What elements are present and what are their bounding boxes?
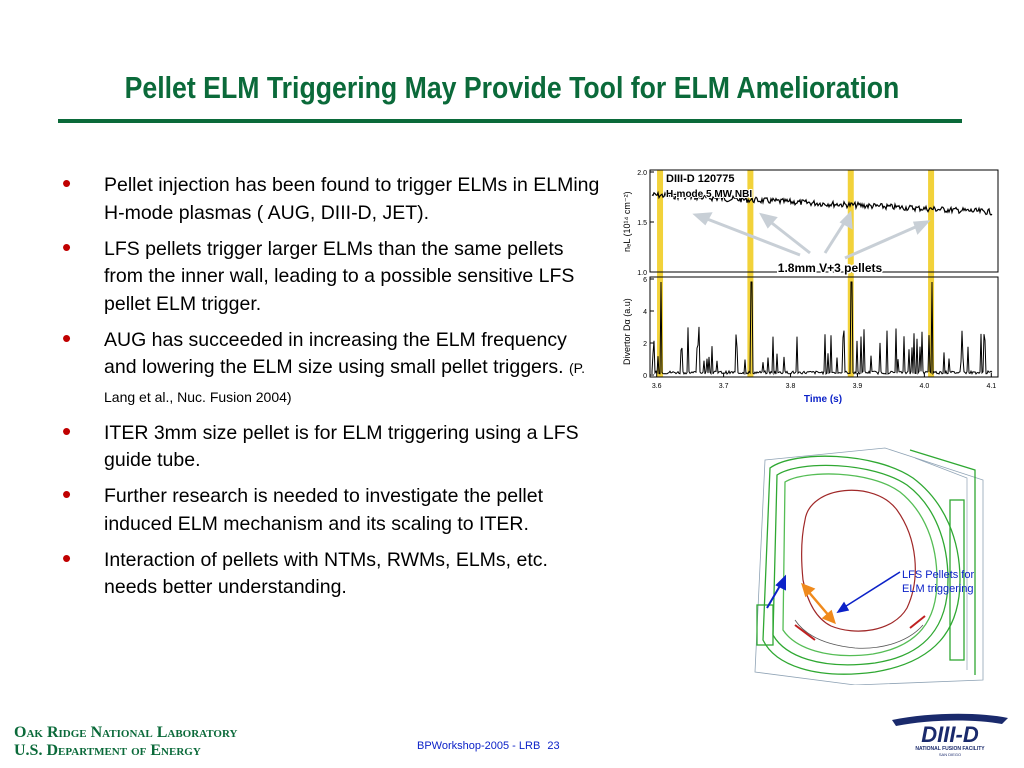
bullet-item: • LFS pellets trigger larger ELMs than th… xyxy=(62,231,602,319)
slide-title: Pellet ELM Triggering May Provide Tool f… xyxy=(124,70,900,105)
bullet-item: • Further research is needed to investiga… xyxy=(62,479,602,538)
logo-swoosh xyxy=(892,713,1008,726)
bottom-y-tick-label: 2 xyxy=(643,341,647,348)
logo-subtitle-1: NATIONAL FUSION FACILITY xyxy=(915,746,985,752)
lfs-pellet-arrow-blue xyxy=(766,574,786,609)
bullet-item: • ITER 3mm size pellet is for ELM trigger… xyxy=(62,415,602,475)
bullet-text: Interaction of pellets with NTMs, RWMs, … xyxy=(104,548,548,599)
top-y-tick-label: 2.0 xyxy=(637,170,647,177)
port-left xyxy=(756,604,774,646)
bottom-y-axis-label: Divertor Dα (a.u) xyxy=(622,298,632,365)
x-tick-label: 3.8 xyxy=(786,383,796,390)
bullet-text: LFS pellets trigger larger ELMs than the… xyxy=(104,237,575,315)
vacuum-vessel-wall xyxy=(762,455,961,675)
bullet-item: • Interaction of pellets with NTMs, RWMs,… xyxy=(62,542,602,602)
bottom-y-tick-label: 4 xyxy=(643,309,647,316)
top-y-ticks: 2.0 1.5 1.0 xyxy=(637,170,654,277)
outer-coil-line xyxy=(909,449,976,675)
pellet-time-band xyxy=(847,170,854,377)
pellet-time-band xyxy=(747,170,754,377)
x-axis-label: Time (s) xyxy=(804,394,842,405)
bottom-panel-frame xyxy=(649,276,999,378)
logo-subtitle-2: SAN DIEGO xyxy=(939,752,961,757)
inner-vessel-wall xyxy=(772,464,949,666)
outer-structure-line xyxy=(914,457,968,670)
port-right xyxy=(949,499,965,661)
pellet-time-bands xyxy=(657,170,935,377)
bullet-dot-icon: • xyxy=(62,415,72,446)
pellet-arrow-orange xyxy=(801,582,836,625)
bullet-item: • AUG has succeeded in increasing the ELM… xyxy=(62,322,602,412)
bullet-text: ITER 3mm size pellet is for ELM triggeri… xyxy=(104,421,579,472)
pellet-pointer-arrows xyxy=(692,210,931,260)
plasma-boundary xyxy=(801,489,916,632)
x-tick-label: 3.9 xyxy=(853,383,863,390)
bullet-text: Pellet injection has been found to trigg… xyxy=(104,174,600,224)
bottom-y-tick-label: 0 xyxy=(643,373,647,380)
org-name-block: Oak Ridge National Laboratory U.S. Depar… xyxy=(14,724,237,760)
bullet-dot-icon: • xyxy=(62,168,72,198)
bullet-dot-icon: • xyxy=(62,322,72,353)
lfs-guide-arrow xyxy=(836,571,901,614)
top-y-tick-label: 1.5 xyxy=(637,220,647,227)
x-axis-ticks: 3.6 3.7 3.8 3.9 4.0 4.1 xyxy=(652,373,996,390)
diii-d-logo: DIII-D NATIONAL FUSION FACILITY SAN DIEG… xyxy=(892,713,1008,757)
title-underline xyxy=(58,119,962,123)
top-y-axis-label: nₑL (10¹⁴ cm⁻²) xyxy=(622,191,632,252)
bottom-y-tick-label: 6 xyxy=(643,277,647,284)
workshop-label: BPWorkshop-2005 - LRB xyxy=(417,740,541,752)
bullet-citation: (P. Lang et al., Nuc. Fusion 2004) xyxy=(104,360,586,405)
pellet-time-band xyxy=(657,170,664,377)
bullet-text: Further research is needed to investigat… xyxy=(104,485,544,535)
top-panel-frame xyxy=(649,169,999,273)
x-tick-label: 3.7 xyxy=(719,383,729,390)
pellet-time-band xyxy=(928,170,935,377)
bullet-text: AUG has succeeded in increasing the ELM … xyxy=(104,328,567,379)
x-tick-label: 4.0 xyxy=(920,383,930,390)
bullet-list: • Pellet injection has been found to trig… xyxy=(62,168,602,610)
elm-time-trace-figure: 2.0 1.5 1.0 6 4 2 0 3.6 3.7 3.8 3.9 4.0 4.1 DIII-D… xyxy=(622,169,999,405)
logo-text: DIII-D xyxy=(921,722,979,747)
bullet-dot-icon: • xyxy=(62,479,72,509)
shot-label: DIII-D 120775 xyxy=(666,173,734,185)
org-line-2: U.S. Department of Energy xyxy=(14,742,201,759)
bullet-dot-icon: • xyxy=(62,231,72,262)
page-number: 23 xyxy=(547,740,560,752)
tokamak-cross-section-diagram xyxy=(754,447,984,685)
bullet-item: • Pellet injection has been found to trig… xyxy=(62,168,602,227)
d-alpha-trace xyxy=(651,281,993,376)
lfs-pellets-label: LFS Pellets for ELM triggering xyxy=(902,568,994,596)
bottom-y-ticks: 6 4 2 0 xyxy=(643,277,654,380)
top-y-tick-label: 1.0 xyxy=(637,270,647,277)
first-wall xyxy=(782,473,938,657)
divertor-region xyxy=(794,619,924,649)
x-tick-label: 3.6 xyxy=(652,383,662,390)
org-line-1: Oak Ridge National Laboratory xyxy=(14,724,238,741)
lfs-label-text: LFS Pellets for ELM triggering xyxy=(902,569,975,595)
x-tick-label: 4.1 xyxy=(986,383,996,390)
divertor-tile-2 xyxy=(909,615,926,629)
density-trace xyxy=(651,190,993,216)
pellet-label: 1.8mm V+3 pellets xyxy=(778,261,883,275)
footer-workshop: BPWorkshop-2005 - LRB 23 xyxy=(417,740,560,752)
bullet-dot-icon: • xyxy=(62,542,72,573)
mode-label: H-mode 5 MW NBI xyxy=(666,189,752,200)
outer-vessel-outline xyxy=(754,447,984,685)
divertor-tile xyxy=(794,624,816,641)
